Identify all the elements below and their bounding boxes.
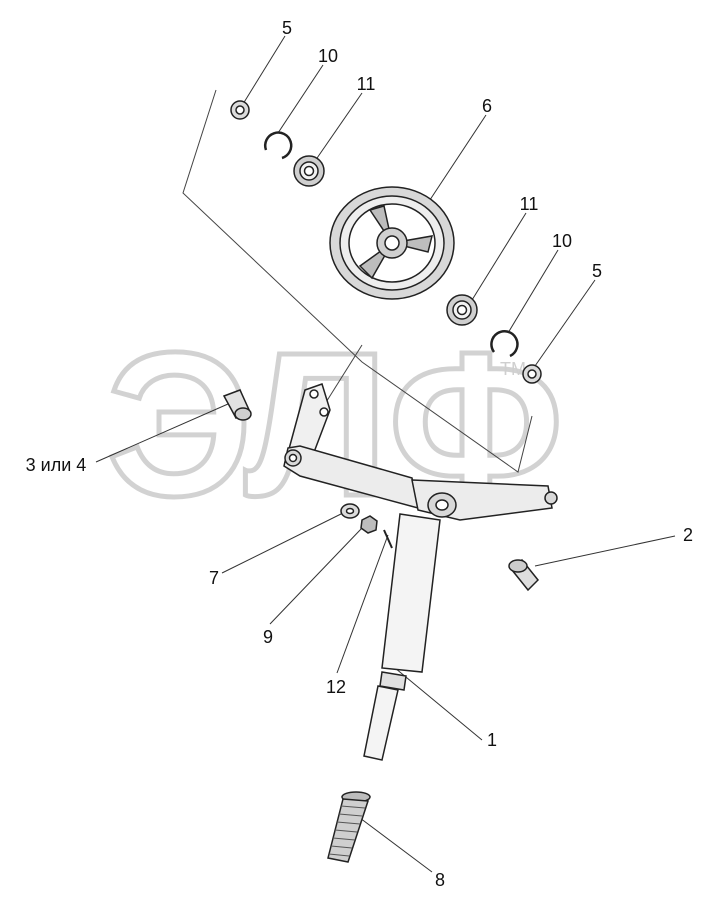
bushing-top-inner [235,105,245,115]
part-bearing-top [293,155,325,187]
part-bushing-top [230,100,250,120]
callout-10-bottom: 10 [552,231,572,251]
callout-10-top: 10 [318,46,338,66]
arm-pivot-left-hole [288,453,298,463]
callout-9: 9 [263,627,273,647]
callout-11-top: 11 [357,74,376,94]
leader-2 [534,535,676,567]
leader-5b [534,279,596,367]
pulley-bore [384,235,400,251]
leader-11b [471,212,527,301]
part-snap-ring-top [264,131,293,160]
leader-9 [269,527,363,625]
callout-5-bottom: 5 [592,261,602,281]
part-handle-tube [363,513,441,761]
leader-lines [95,35,676,873]
axle-pin-end [234,407,252,421]
callout-1: 1 [487,730,497,750]
tube-clamp [379,671,407,691]
callout-labels: 5 10 11 6 11 10 5 3 или 4 2 7 9 12 1 8 [26,18,693,890]
part-sleeve [508,558,540,592]
callout-11-bottom: 11 [520,194,539,214]
part-grip [327,791,371,863]
leader-34 [95,403,229,463]
callout-5-top: 5 [282,18,292,38]
sleeve-end [508,559,528,573]
part-cotter-pin [383,529,393,549]
link-plate-hole-top [309,389,319,399]
bearing-bottom-inner [456,304,468,316]
grip-body [327,798,370,863]
part-axle-pin [222,389,252,421]
leader-12 [336,534,389,674]
callout-12: 12 [326,677,346,697]
grip-ridges [328,805,366,857]
leader-7 [221,511,346,574]
arm-center-hole [435,499,449,511]
trademark-text: TM [500,359,526,379]
part-washer [340,503,360,519]
pulley-spoke-b [391,235,434,253]
link-plate-hole-mid [319,407,329,417]
part-snap-ring-bottom [490,330,519,358]
part-bushing-bottom [522,364,542,384]
leader-10b [507,249,559,334]
callout-3-or-4: 3 или 4 [26,455,87,475]
leader-5a [242,35,286,105]
nut-body [360,515,378,534]
callout-6: 6 [482,96,492,116]
part-lever-arm [283,383,558,521]
part-nut [360,515,378,534]
callout-8: 8 [435,870,445,890]
guide-left [182,89,533,473]
bearing-top-inner [303,165,315,177]
leader-8 [359,817,433,873]
arm-right-pin [544,491,558,505]
part-bearing-bottom [446,294,478,326]
tube-lower [363,685,399,761]
washer-hole [345,507,355,515]
tube-upper [381,513,441,673]
leader-11a [314,92,363,162]
callout-7: 7 [209,568,219,588]
leader-1 [394,667,483,741]
part-pulley [329,186,455,300]
callout-2: 2 [683,525,693,545]
bushing-bottom-inner [527,369,537,379]
leader-10a [277,64,324,134]
